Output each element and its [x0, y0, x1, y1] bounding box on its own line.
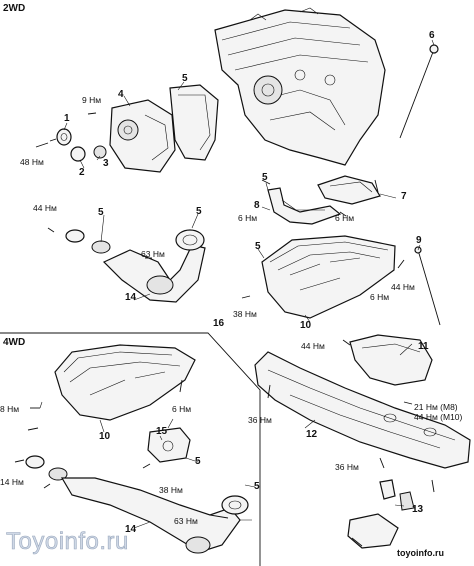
engine-block	[214, 7, 386, 166]
skid-plate	[349, 334, 433, 386]
torque-label: 8 Нм	[0, 404, 19, 414]
part-number: 12	[306, 429, 318, 440]
part-number: 2	[79, 167, 85, 178]
part-number: 6	[429, 30, 435, 41]
torque-label: 6 Нм	[335, 213, 354, 223]
torque-label: 63 Нм	[141, 249, 165, 259]
torque-label: 6 Нм	[370, 292, 389, 302]
torque-label: 44 Нм	[391, 282, 415, 292]
torque-label: 38 Нм	[159, 485, 183, 495]
part-number: 3	[103, 158, 109, 169]
rod-9	[414, 246, 441, 326]
part-number: 4	[118, 89, 124, 100]
watermark-left: Toyoinfo.ru	[6, 528, 129, 556]
part-number: 5	[254, 481, 260, 492]
torque-label: 48 Нм	[20, 157, 44, 167]
cushions-13	[347, 479, 415, 549]
part-number: 15	[156, 426, 168, 437]
torque-label: 44 Нм	[33, 203, 57, 213]
part-number: 5	[255, 241, 261, 252]
oil-strainer	[267, 187, 342, 225]
watermark-right: toyoinfo.ru	[397, 548, 444, 558]
part-number: 13	[412, 504, 424, 515]
torque-label: 38 Нм	[233, 309, 257, 319]
part-number: 14	[125, 292, 137, 303]
part-number: 10	[99, 431, 111, 442]
bolts	[14, 179, 435, 547]
torque-label: 14 Нм	[0, 477, 24, 487]
torque-label: 9 Нм	[82, 95, 101, 105]
part-number: 9	[416, 235, 422, 246]
exhaust-pipe-4wd	[25, 455, 249, 554]
leader-lines	[39, 39, 435, 529]
timing-cover	[169, 84, 219, 161]
part-number: 11	[418, 341, 429, 352]
torque-label: 21 Нм (M8)	[414, 402, 458, 412]
part-number: 5	[196, 206, 202, 217]
oil-pan-2wd	[261, 235, 396, 319]
part-number: 10	[300, 320, 312, 331]
torque-label: 36 Нм	[248, 415, 272, 425]
exhaust-pipe-2wd	[65, 229, 206, 303]
part-number: 14	[125, 524, 137, 535]
torque-label: 6 Нм	[172, 404, 191, 414]
section-4wd-frame	[0, 332, 261, 566]
torque-label: 36 Нм	[335, 462, 359, 472]
crossmember	[254, 351, 471, 469]
bracket-15	[147, 427, 191, 463]
oil-pan-4wd	[54, 344, 196, 421]
torque-label: 44 Нм	[301, 341, 325, 351]
section-label-4wd: 4WD	[3, 337, 25, 348]
torque-label: 63 Нм	[174, 516, 198, 526]
part-number: 5	[262, 172, 268, 183]
torque-label: 6 Нм	[238, 213, 257, 223]
dipstick	[399, 44, 439, 139]
part-number: 7	[401, 191, 407, 202]
torque-label: 44 Нм (M10)	[414, 412, 463, 422]
part-number: 16	[213, 318, 225, 329]
oil-pump	[109, 99, 176, 173]
crank-pulley-parts	[35, 112, 107, 162]
part-number: 8	[254, 200, 260, 211]
part-number: 5	[98, 207, 104, 218]
bracket-7	[317, 175, 381, 205]
part-number: 5	[195, 456, 201, 467]
section-label-2wd: 2WD	[3, 3, 25, 14]
part-number: 5	[182, 73, 188, 84]
part-number: 1	[64, 113, 70, 124]
